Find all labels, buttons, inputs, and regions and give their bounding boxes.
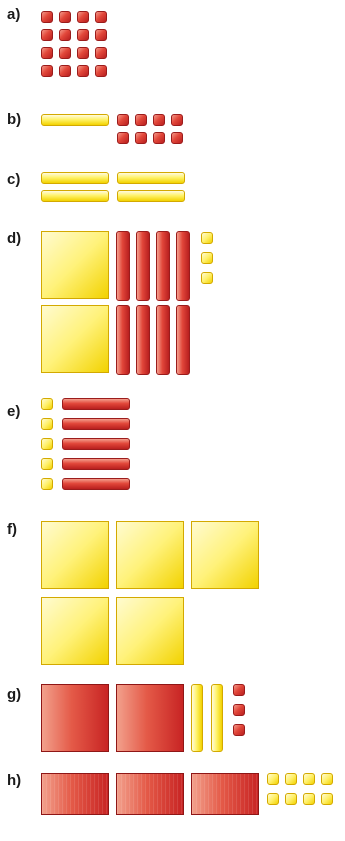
yellow-rod bbox=[117, 190, 185, 202]
problem-label-a: a) bbox=[7, 6, 21, 23]
yellow-flat bbox=[41, 231, 109, 299]
yellow-rod bbox=[41, 114, 109, 126]
problem-label-g: g) bbox=[7, 686, 22, 703]
red-unit-cube bbox=[59, 47, 71, 59]
red-unit-cube bbox=[135, 132, 147, 144]
red-rod bbox=[136, 231, 150, 301]
red-unit-cube bbox=[153, 132, 165, 144]
yellow-unit-cube bbox=[41, 478, 53, 490]
red-flat bbox=[41, 684, 109, 752]
red-rod bbox=[62, 418, 130, 430]
yellow-unit-cube bbox=[267, 793, 279, 805]
red-rod bbox=[156, 231, 170, 301]
red-rod bbox=[176, 231, 190, 301]
yellow-flat bbox=[191, 521, 259, 589]
red-unit-cube bbox=[59, 65, 71, 77]
yellow-rod bbox=[211, 684, 223, 752]
red-unit-cube bbox=[95, 29, 107, 41]
yellow-unit-cube bbox=[41, 418, 53, 430]
yellow-unit-cube bbox=[41, 458, 53, 470]
red-unit-cube bbox=[153, 114, 165, 126]
red-unit-cube bbox=[95, 65, 107, 77]
red-unit-cube bbox=[135, 114, 147, 126]
yellow-unit-cube bbox=[285, 793, 297, 805]
yellow-unit-cube bbox=[201, 272, 213, 284]
problem-label-b: b) bbox=[7, 111, 22, 128]
yellow-rod bbox=[41, 172, 109, 184]
problem-label-f: f) bbox=[7, 521, 17, 538]
red-flat bbox=[116, 773, 184, 815]
red-rod bbox=[62, 398, 130, 410]
red-rod bbox=[62, 478, 130, 490]
red-flat bbox=[116, 684, 184, 752]
red-unit-cube bbox=[117, 114, 129, 126]
problem-label-d: d) bbox=[7, 230, 22, 247]
red-unit-cube bbox=[41, 11, 53, 23]
red-rod bbox=[62, 458, 130, 470]
problem-label-h: h) bbox=[7, 772, 22, 789]
yellow-unit-cube bbox=[303, 793, 315, 805]
problem-label-c: c) bbox=[7, 171, 21, 188]
red-unit-cube bbox=[233, 724, 245, 736]
yellow-unit-cube bbox=[303, 773, 315, 785]
problem-label-e: e) bbox=[7, 403, 21, 420]
yellow-unit-cube bbox=[285, 773, 297, 785]
red-unit-cube bbox=[77, 29, 89, 41]
red-unit-cube bbox=[41, 29, 53, 41]
yellow-flat bbox=[116, 521, 184, 589]
red-rod bbox=[136, 305, 150, 375]
yellow-flat bbox=[116, 597, 184, 665]
yellow-unit-cube bbox=[267, 773, 279, 785]
red-unit-cube bbox=[95, 47, 107, 59]
red-unit-cube bbox=[171, 132, 183, 144]
yellow-unit-cube bbox=[41, 398, 53, 410]
red-flat bbox=[41, 773, 109, 815]
yellow-rod bbox=[117, 172, 185, 184]
red-unit-cube bbox=[77, 47, 89, 59]
yellow-flat bbox=[41, 305, 109, 373]
yellow-flat bbox=[41, 597, 109, 665]
yellow-rod bbox=[191, 684, 203, 752]
red-rod bbox=[156, 305, 170, 375]
red-rod bbox=[116, 231, 130, 301]
yellow-unit-cube bbox=[321, 793, 333, 805]
red-unit-cube bbox=[41, 47, 53, 59]
red-unit-cube bbox=[233, 704, 245, 716]
red-rod bbox=[62, 438, 130, 450]
red-unit-cube bbox=[77, 11, 89, 23]
yellow-rod bbox=[41, 190, 109, 202]
yellow-flat bbox=[41, 521, 109, 589]
red-unit-cube bbox=[59, 11, 71, 23]
yellow-unit-cube bbox=[321, 773, 333, 785]
red-unit-cube bbox=[117, 132, 129, 144]
red-unit-cube bbox=[171, 114, 183, 126]
red-rod bbox=[176, 305, 190, 375]
red-unit-cube bbox=[233, 684, 245, 696]
yellow-unit-cube bbox=[201, 252, 213, 264]
red-rod bbox=[116, 305, 130, 375]
red-flat bbox=[191, 773, 259, 815]
red-unit-cube bbox=[95, 11, 107, 23]
yellow-unit-cube bbox=[201, 232, 213, 244]
red-unit-cube bbox=[41, 65, 53, 77]
red-unit-cube bbox=[77, 65, 89, 77]
yellow-unit-cube bbox=[41, 438, 53, 450]
red-unit-cube bbox=[59, 29, 71, 41]
